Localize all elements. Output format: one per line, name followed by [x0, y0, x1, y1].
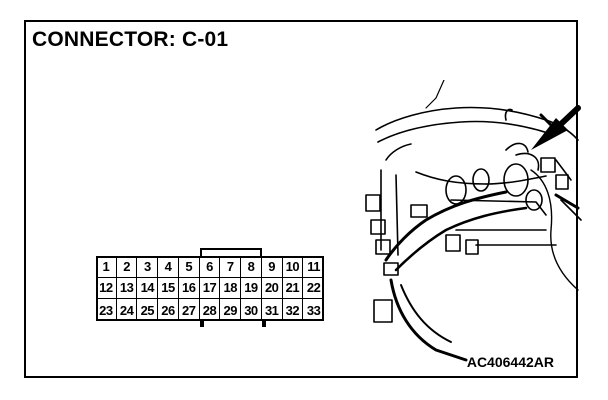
- connector-pin: 27: [179, 299, 200, 321]
- connector-pin: 21: [282, 277, 304, 300]
- connector-pin: 22: [303, 278, 324, 300]
- connector-latch-left: [200, 321, 204, 327]
- connector-pin: 11: [303, 256, 324, 278]
- connector-pin: 5: [178, 256, 200, 278]
- connector-latch-right: [262, 321, 266, 327]
- connector-pin: 9: [261, 256, 283, 278]
- connector-pin: 1: [96, 256, 117, 278]
- connector-pin: 16: [178, 277, 200, 300]
- connector-pin: 28: [200, 299, 221, 321]
- connector-pin: 12: [96, 277, 117, 300]
- connector-pin: 14: [137, 277, 159, 300]
- connector-pin: 17: [199, 277, 221, 300]
- arrow-icon: [531, 105, 581, 210]
- connector-pin: 2: [116, 256, 138, 278]
- connector-pin: 10: [282, 256, 304, 278]
- diagram-title: CONNECTOR: C-01: [32, 28, 229, 51]
- connector-pin: 26: [158, 299, 179, 321]
- connector-pin: 23: [96, 299, 117, 321]
- connector-pin: 31: [262, 299, 283, 321]
- connector-pin: 8: [241, 256, 262, 278]
- connector-key-tab: [200, 248, 262, 256]
- connector-pin: 20: [261, 277, 283, 300]
- connector-pin: 32: [283, 299, 304, 321]
- connector-pin: 7: [220, 256, 242, 278]
- dashboard-wiring-harness-icon: [365, 80, 582, 362]
- connector-pin: 30: [241, 299, 262, 321]
- connector-pin: 4: [158, 256, 179, 278]
- connector-pin: 13: [116, 277, 138, 300]
- connector-pin: 25: [137, 299, 159, 321]
- connector-pin: 29: [220, 299, 242, 321]
- connector-pin: 3: [137, 256, 159, 278]
- connector-pin: 24: [117, 299, 138, 321]
- connector-pin: 33: [306, 302, 321, 318]
- figure-code: AC406442AR: [466, 354, 554, 370]
- connector-pin: 19: [241, 277, 262, 300]
- connector-pin: 6: [199, 256, 221, 278]
- connector-pin: 18: [220, 277, 242, 300]
- connector-housing: [96, 256, 324, 321]
- connector-pin: 15: [158, 277, 179, 300]
